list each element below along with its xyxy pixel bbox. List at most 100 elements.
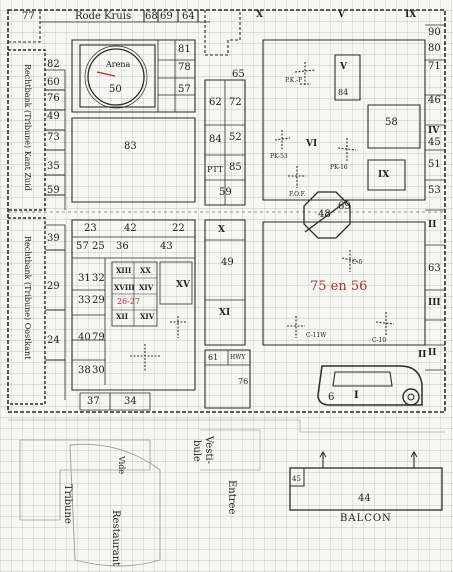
stand-37: 37 bbox=[87, 396, 100, 407]
stand-34: 34 bbox=[124, 396, 137, 407]
stand-90: 90 bbox=[428, 27, 441, 38]
stand-33: 33 bbox=[78, 295, 91, 306]
stand-80: 80 bbox=[428, 43, 441, 54]
balcon-45: 45 bbox=[292, 475, 301, 483]
sign-vi: VI bbox=[306, 139, 318, 149]
block-75-en-56: 75 en 56 bbox=[310, 279, 368, 294]
vide-text: Vide bbox=[117, 456, 126, 475]
stand-77: 77 bbox=[22, 11, 35, 22]
octagon-48: 48 bbox=[318, 209, 331, 220]
stand-79: 79 bbox=[92, 332, 105, 343]
stand-64: 64 bbox=[182, 11, 195, 22]
stand-76: 76 bbox=[47, 93, 60, 104]
stand-63: 63 bbox=[428, 263, 441, 274]
stand-40: 40 bbox=[78, 332, 91, 343]
sign-ii-right: II bbox=[418, 350, 427, 360]
grid-xiv-b: XIV bbox=[140, 312, 155, 321]
stand-69: 69 bbox=[160, 11, 173, 22]
stand-60: 60 bbox=[47, 77, 60, 88]
stand-57: 57 bbox=[178, 84, 191, 95]
sign-iv: IV bbox=[428, 126, 440, 136]
stand-35: 35 bbox=[47, 161, 60, 172]
stand-85: 85 bbox=[229, 162, 242, 173]
stand-84: 84 bbox=[209, 134, 222, 145]
sign-i: I bbox=[354, 390, 359, 401]
stand-6: 6 bbox=[328, 392, 335, 403]
sign-ix: IX bbox=[405, 10, 417, 20]
stand-22: 22 bbox=[172, 223, 185, 234]
plane-label-1: P.K.-P bbox=[285, 77, 303, 84]
stand-59b: 59 bbox=[219, 187, 232, 198]
tribune-text: Tribune bbox=[62, 484, 73, 524]
stand-30: 30 bbox=[92, 365, 105, 376]
hoofd-label: HWY bbox=[230, 354, 246, 361]
stand-68: 68 bbox=[145, 11, 158, 22]
stand-ptt: PTT bbox=[207, 165, 224, 174]
sign-xi: XI bbox=[219, 308, 231, 318]
block-84: 84 bbox=[338, 88, 349, 97]
arena-number: 50 bbox=[109, 84, 122, 95]
block-58: 58 bbox=[385, 117, 398, 128]
grid-xiii: XIII bbox=[116, 266, 132, 275]
stand-36: 36 bbox=[116, 241, 129, 252]
vestibule-text-1: Vesti- bbox=[203, 436, 214, 464]
stand-76b: 76 bbox=[238, 377, 249, 386]
stand-29: 29 bbox=[47, 281, 60, 292]
stand-24: 24 bbox=[47, 335, 60, 346]
stand-39: 39 bbox=[47, 233, 60, 244]
stand-29b: 29 bbox=[92, 295, 105, 306]
octagon-69: 69 bbox=[338, 201, 351, 212]
plane-label-3: PK-16 bbox=[330, 164, 348, 171]
grid-xiv: XIV bbox=[139, 283, 154, 292]
sign-ii-small: II bbox=[428, 348, 437, 358]
stand-82: 82 bbox=[47, 59, 60, 70]
sign-x: X bbox=[256, 10, 263, 20]
plane-c5: C-5 bbox=[352, 259, 363, 266]
rode-kruis-label: Rode Kruis bbox=[75, 11, 132, 22]
stand-51: 51 bbox=[428, 159, 441, 170]
sign-x-b: X bbox=[218, 225, 225, 235]
sign-ii: II bbox=[428, 220, 437, 230]
stand-61: 61 bbox=[208, 353, 219, 362]
stand-73: 73 bbox=[47, 132, 60, 143]
stand-45: 45 bbox=[428, 137, 441, 148]
plane-label-2: PK-53 bbox=[270, 153, 288, 160]
stand-43: 43 bbox=[160, 241, 173, 252]
stand-49b: 49 bbox=[221, 257, 234, 268]
plane-c10: C-10 bbox=[372, 337, 387, 344]
stand-71: 71 bbox=[428, 61, 441, 72]
left-vertical-label-mid: Rechtbank (Tribune) Oostkant bbox=[23, 236, 32, 360]
balcon-label: BALCON bbox=[340, 513, 392, 524]
plane-c11w: C-11W bbox=[306, 332, 327, 339]
grid-xx: XX bbox=[140, 266, 151, 275]
stand-53: 53 bbox=[428, 185, 441, 196]
stand-31: 31 bbox=[78, 273, 91, 284]
sign-ix-block: IX bbox=[378, 170, 390, 180]
stand-57b: 57 bbox=[76, 241, 89, 252]
stand-38: 38 bbox=[78, 365, 91, 376]
stand-65: 65 bbox=[232, 69, 245, 80]
stand-25: 25 bbox=[92, 241, 105, 252]
stand-81: 81 bbox=[178, 44, 191, 55]
balcon-44: 44 bbox=[358, 493, 371, 504]
stand-32: 32 bbox=[92, 273, 105, 284]
stand-49: 49 bbox=[47, 111, 60, 122]
stand-42: 42 bbox=[124, 223, 137, 234]
sign-v-block: V bbox=[340, 62, 347, 72]
grid-xii: XII bbox=[116, 312, 128, 321]
vestibule-text-2: bule bbox=[191, 440, 202, 462]
grid-26-27: 26-27 bbox=[117, 297, 141, 306]
block-83: 83 bbox=[124, 141, 137, 152]
restaurant-text: Restaurant bbox=[110, 510, 121, 567]
stand-46: 46 bbox=[428, 95, 441, 106]
stand-52: 52 bbox=[229, 132, 242, 143]
arena-label: Arena bbox=[106, 60, 131, 69]
left-vertical-label-top: Rechtbank (Tribune) Kant Zuid bbox=[23, 64, 32, 191]
grid-xviii: XVIII bbox=[114, 283, 135, 292]
stand-72: 72 bbox=[229, 97, 242, 108]
stand-62: 62 bbox=[209, 97, 222, 108]
stand-59: 59 bbox=[47, 185, 60, 196]
sign-xv: XV bbox=[176, 280, 190, 290]
